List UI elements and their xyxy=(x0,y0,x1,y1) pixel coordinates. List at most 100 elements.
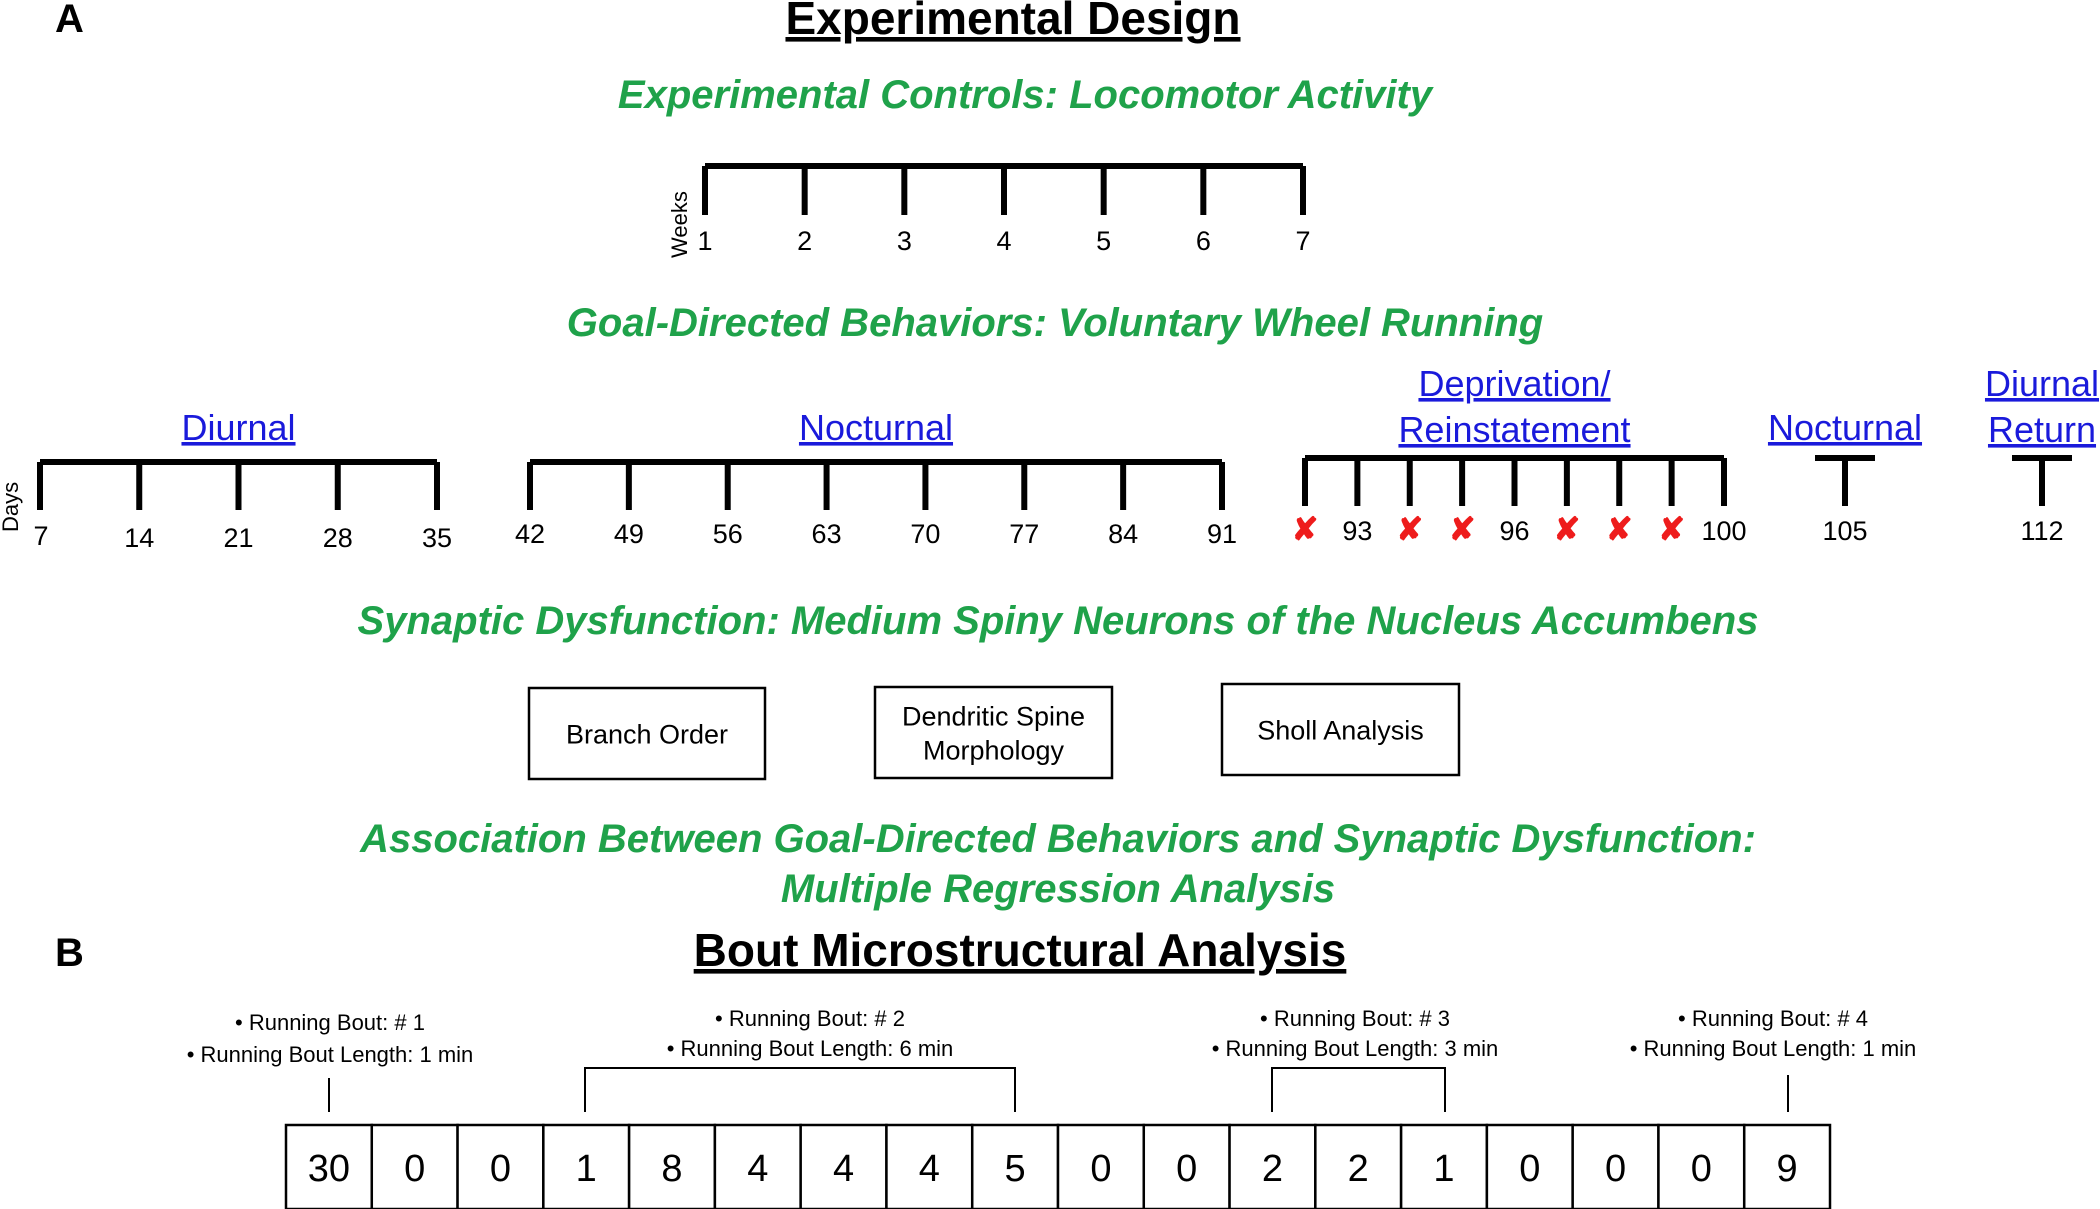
bout-cell xyxy=(1742,1123,1832,1209)
weeks-tick-label: 2 xyxy=(797,226,812,256)
bout-cell xyxy=(542,1123,631,1209)
deprivation-x-marker: ✘ xyxy=(1606,511,1633,547)
bout-cell-value: 0 xyxy=(490,1148,511,1190)
bout-length-label: • Running Bout Length: 3 min xyxy=(1212,1036,1499,1061)
days-tick-label: 35 xyxy=(422,523,452,553)
bout-number-label: • Running Bout: # 2 xyxy=(715,1006,905,1031)
days-tick-label: 56 xyxy=(713,519,743,549)
analysis-box-label: Morphology xyxy=(923,736,1065,766)
analysis-box-label: Branch Order xyxy=(566,720,728,750)
bout-cell-value: 9 xyxy=(1777,1148,1798,1190)
bout-cell xyxy=(1571,1123,1660,1209)
analysis-box xyxy=(873,685,1114,780)
days-tick-label: 49 xyxy=(614,519,644,549)
bout-cell-value: 1 xyxy=(1433,1148,1454,1190)
bout-cell-value: 0 xyxy=(404,1148,425,1190)
days-tick-label: 70 xyxy=(910,519,940,549)
phase-label: Diurnal xyxy=(181,407,295,448)
bout-cell xyxy=(1056,1123,1146,1209)
days-tick-label: 77 xyxy=(1009,519,1039,549)
bout-cell xyxy=(799,1123,888,1209)
association-section-subtitle: Multiple Regression Analysis xyxy=(781,867,1335,911)
synaptic-section-title: Synaptic Dysfunction: Medium Spiny Neuro… xyxy=(358,599,1759,643)
deprivation-x-marker: ✘ xyxy=(1396,511,1423,547)
deprivation-x-marker: ✘ xyxy=(1553,511,1580,547)
bout-analysis-title: Bout Microstructural Analysis xyxy=(694,924,1347,976)
bout-cell xyxy=(370,1123,459,1209)
panel-a-letter: A xyxy=(55,0,84,41)
days-tick-label: 105 xyxy=(1822,516,1867,546)
days-tick-label: 100 xyxy=(1701,516,1746,546)
weeks-timeline: Weeks 1 2 3 4 5 6 7 xyxy=(667,163,1311,258)
bout-cell-value: 5 xyxy=(1005,1148,1026,1190)
bout-cell xyxy=(1485,1123,1574,1209)
weeks-axis-unit: Weeks xyxy=(667,191,692,258)
bout-cell xyxy=(1314,1123,1403,1209)
bout-cell xyxy=(627,1123,717,1209)
days-tick-label: 42 xyxy=(515,519,545,549)
bout-length-label: • Running Bout Length: 1 min xyxy=(187,1042,474,1067)
bout-cell-value: 0 xyxy=(1605,1148,1626,1190)
bout-cell-value: 4 xyxy=(747,1148,768,1190)
analysis-box xyxy=(527,686,767,781)
phase-label: Nocturnal xyxy=(799,407,953,448)
days-tick-label: 96 xyxy=(1499,516,1529,546)
phase-label: Diurnal xyxy=(1985,363,2099,404)
weeks-tick-label: 3 xyxy=(897,226,912,256)
days-tick-label: 93 xyxy=(1342,516,1372,546)
bout-number-label: • Running Bout: # 1 xyxy=(235,1010,425,1035)
days-tick-label: 14 xyxy=(124,523,154,553)
analysis-box-label: Dendritic Spine xyxy=(902,702,1085,732)
association-section-title: Association Between Goal-Directed Behavi… xyxy=(359,817,1756,861)
goal-section-title: Goal-Directed Behaviors: Voluntary Wheel… xyxy=(567,301,1543,345)
weeks-tick-label: 4 xyxy=(996,226,1011,256)
bout-bracket xyxy=(584,1067,1016,1112)
deprivation-x-marker: ✘ xyxy=(1449,511,1476,547)
bout-cell-value: 0 xyxy=(1176,1148,1197,1190)
bout-annotations: • Running Bout: # 1 • Running Bout Length… xyxy=(187,1006,1917,1112)
bout-cell-value: 2 xyxy=(1262,1148,1283,1190)
days-tick-label: 28 xyxy=(323,523,353,553)
weeks-tick-label: 7 xyxy=(1295,226,1310,256)
bout-cell xyxy=(1399,1123,1489,1209)
days-tick-label: 63 xyxy=(812,519,842,549)
analysis-box-label: Sholl Analysis xyxy=(1257,716,1424,746)
bout-cell-value: 4 xyxy=(919,1148,940,1190)
days-tick-label: 112 xyxy=(2020,516,2063,546)
days-tick-label: 21 xyxy=(223,523,253,553)
bout-cell xyxy=(1228,1123,1317,1209)
days-timeline: Days Diurnal 7 14 21 28 35 Nocturnal 42 49 56 63 70… xyxy=(0,363,2099,553)
days-axis-unit: Days xyxy=(0,482,23,532)
days-tick-label: 84 xyxy=(1108,519,1138,549)
bout-cell-value: 0 xyxy=(1691,1148,1712,1190)
bout-length-label: • Running Bout Length: 1 min xyxy=(1630,1036,1917,1061)
phase-label: Return xyxy=(1988,409,2096,450)
days-tick-label: 91 xyxy=(1207,519,1237,549)
panel-b-letter: B xyxy=(55,931,84,975)
experimental-design-title: Experimental Design xyxy=(785,0,1240,44)
bout-cell-sequence: 30 0 0 1 8 4 4 4 5 0 0 2 2 1 0 0 0 9 xyxy=(284,1123,1832,1209)
weeks-tick-label: 1 xyxy=(697,226,712,256)
bout-cell-value: 30 xyxy=(308,1148,350,1190)
bout-length-label: • Running Bout Length: 6 min xyxy=(667,1036,954,1061)
bout-cell-value: 0 xyxy=(1519,1148,1540,1190)
bout-cell-value: 8 xyxy=(661,1148,682,1190)
bout-bracket xyxy=(1271,1067,1446,1112)
bout-cell xyxy=(713,1123,802,1209)
bout-cell-value: 2 xyxy=(1348,1148,1369,1190)
weeks-tick-label: 6 xyxy=(1196,226,1211,256)
phase-label: Deprivation/ xyxy=(1418,363,1610,404)
bout-cell-value: 0 xyxy=(1090,1148,1111,1190)
deprivation-x-marker: ✘ xyxy=(1658,511,1685,547)
days-tick-label: 7 xyxy=(33,521,48,551)
analysis-box xyxy=(1220,682,1461,777)
bout-cell-value: 4 xyxy=(833,1148,854,1190)
weeks-tick-label: 5 xyxy=(1096,226,1111,256)
phase-label: Reinstatement xyxy=(1398,409,1630,450)
controls-section-title: Experimental Controls: Locomotor Activit… xyxy=(618,73,1434,117)
bout-number-label: • Running Bout: # 3 xyxy=(1260,1006,1450,1031)
bout-cell-value: 1 xyxy=(576,1148,597,1190)
bout-cell xyxy=(456,1123,545,1209)
